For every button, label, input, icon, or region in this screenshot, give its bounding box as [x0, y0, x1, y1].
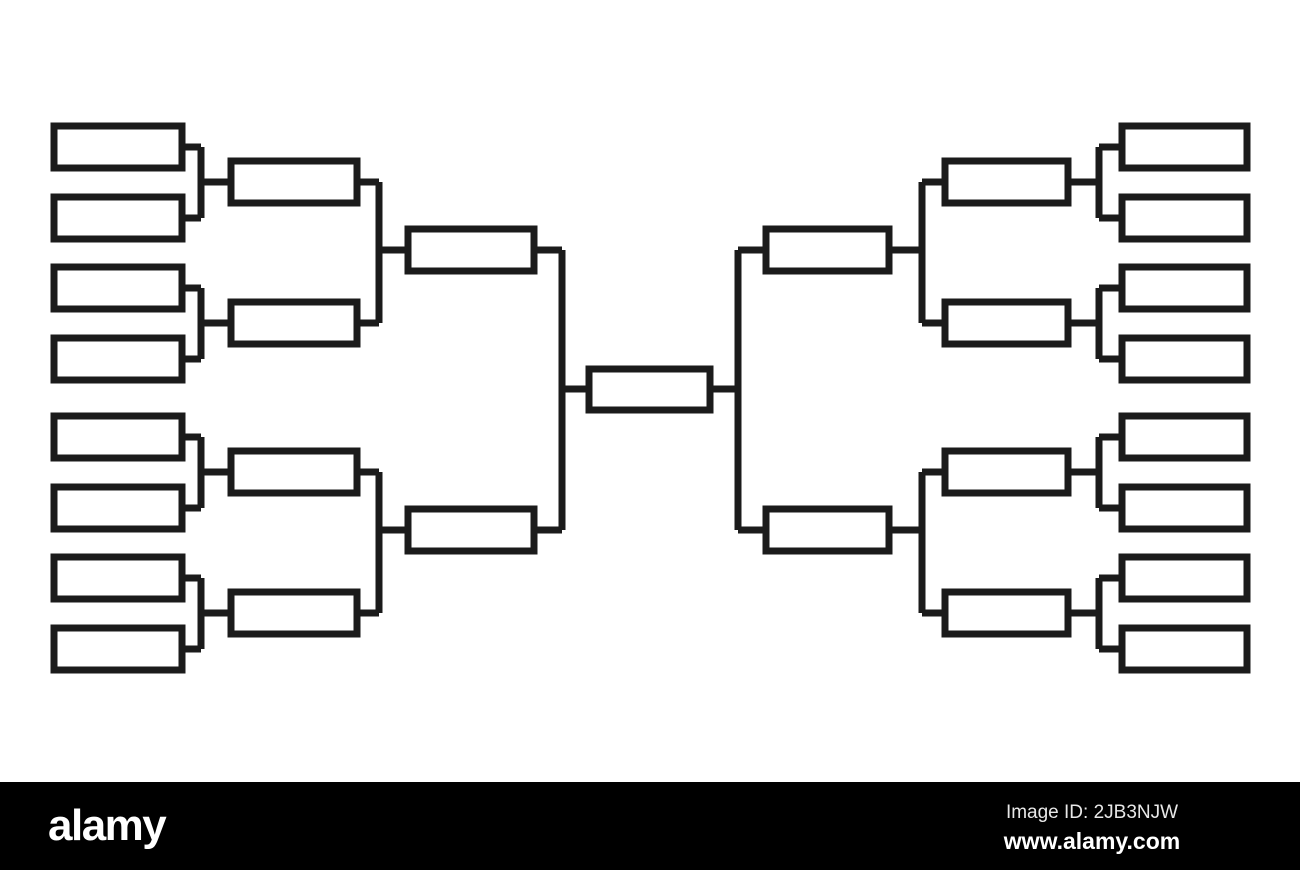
bracket-slot[interactable] — [1118, 483, 1251, 533]
footer-credit-block: Image ID: 2JB3NJW www.alamy.com — [932, 800, 1252, 856]
bracket-slot[interactable] — [404, 505, 538, 555]
image-id-text: Image ID: 2JB3NJW — [1005, 802, 1179, 823]
bracket-slot[interactable] — [941, 157, 1072, 207]
bracket-slot[interactable] — [1118, 412, 1251, 462]
bracket-slot[interactable] — [50, 553, 186, 603]
bracket-svg — [50, 122, 1251, 674]
left-connectors — [182, 143, 589, 653]
alamy-watermark-bar: alamy Image ID: 2JB3NJW www.alamy.com — [0, 782, 1300, 870]
bracket-slot[interactable] — [1118, 334, 1251, 384]
bracket-slot[interactable] — [227, 298, 361, 348]
bracket-slot[interactable] — [50, 193, 186, 243]
right-round1-group — [1118, 122, 1251, 674]
bracket-slot[interactable] — [227, 588, 361, 638]
bracket-slot-final[interactable] — [585, 365, 714, 414]
bracket-slot[interactable] — [1118, 263, 1251, 313]
right-connectors — [710, 143, 1122, 653]
final-group — [585, 365, 714, 414]
right-round3-group — [762, 225, 893, 555]
bracket-slot[interactable] — [762, 505, 893, 555]
bracket-slot[interactable] — [1118, 193, 1251, 243]
bracket-slot[interactable] — [227, 157, 361, 207]
left-round3-group — [404, 225, 538, 555]
bracket-slot[interactable] — [50, 334, 186, 384]
bracket-slot[interactable] — [1118, 122, 1251, 172]
tournament-bracket-diagram — [50, 122, 1251, 674]
bracket-slot[interactable] — [941, 447, 1072, 497]
bracket-slot[interactable] — [1118, 553, 1251, 603]
bracket-slot[interactable] — [50, 122, 186, 172]
bracket-slot[interactable] — [1118, 624, 1251, 674]
bracket-slot[interactable] — [50, 263, 186, 313]
left-round2-group — [227, 157, 361, 638]
left-round1-group — [50, 122, 186, 674]
bracket-slot[interactable] — [227, 447, 361, 497]
bracket-slot[interactable] — [50, 624, 186, 674]
bracket-slot[interactable] — [50, 483, 186, 533]
bracket-slot[interactable] — [404, 225, 538, 275]
right-round2-group — [941, 157, 1072, 638]
bracket-slot[interactable] — [762, 225, 893, 275]
alamy-logo: alamy — [48, 801, 167, 850]
bracket-slot[interactable] — [50, 412, 186, 462]
alamy-url-text: www.alamy.com — [1003, 828, 1181, 854]
bracket-slot[interactable] — [941, 588, 1072, 638]
bracket-slot[interactable] — [941, 298, 1072, 348]
